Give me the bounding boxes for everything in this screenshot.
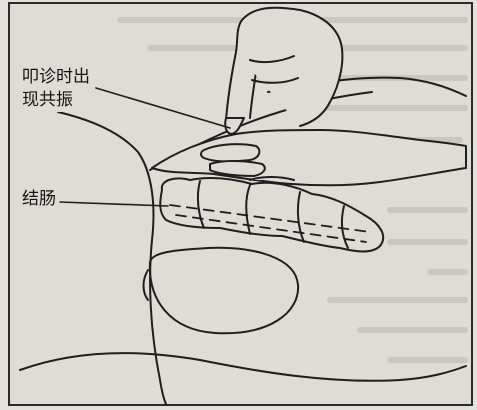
lower-oval-organ — [150, 248, 298, 333]
lower-oval-edge — [144, 270, 149, 300]
colon-leader-line — [60, 202, 168, 206]
percussion-hands — [152, 8, 466, 186]
colon-label: 结肠 — [20, 188, 58, 211]
resonance-label-line2: 现共振 — [22, 89, 90, 112]
resonance-label-line1: 叩诊时出 — [22, 66, 90, 89]
colon-shape — [160, 178, 383, 252]
body-outline — [58, 112, 166, 404]
resonance-annotation: 叩诊时出 现共振 — [20, 66, 92, 112]
resonance-leader-line — [96, 88, 230, 128]
